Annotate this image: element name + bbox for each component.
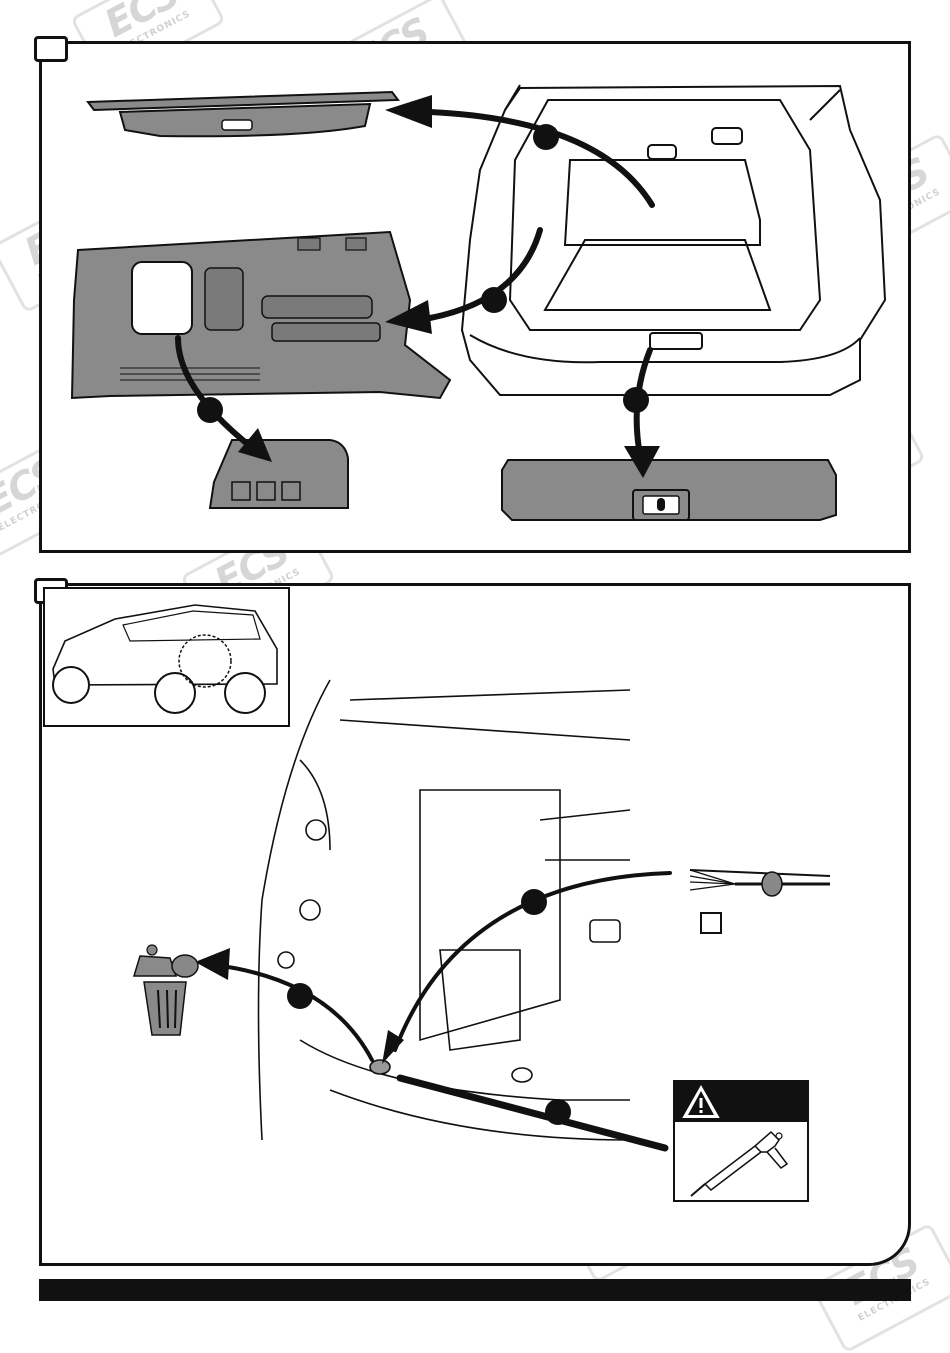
vehicle-side-view [52, 604, 278, 714]
sealant-gun-icon [690, 1130, 789, 1197]
callout-marker [287, 889, 571, 1125]
side-trim-panel [70, 230, 452, 400]
arrow-head [238, 95, 660, 478]
warning-sealant-box [673, 1080, 809, 1202]
warning-triangle-icon [682, 1084, 720, 1118]
callout-marker [197, 124, 649, 423]
arrow-head [195, 948, 404, 1064]
vehicle-location-inset [43, 587, 290, 727]
luggage-cover [86, 90, 400, 138]
wiring-harness [689, 869, 831, 897]
rear-sill-protector [501, 459, 837, 521]
warning-header [675, 1082, 807, 1122]
footer-bar [39, 1279, 911, 1301]
vehicle-rear-open-trunk [460, 84, 887, 396]
routing-arrow [213, 871, 672, 1152]
trash-bin-icon [132, 944, 199, 1036]
checkbox-marker [700, 912, 722, 934]
vehicle-underbody [257, 679, 631, 1141]
step-number-tab-1 [34, 36, 68, 62]
fuse-box-cover [208, 439, 349, 509]
